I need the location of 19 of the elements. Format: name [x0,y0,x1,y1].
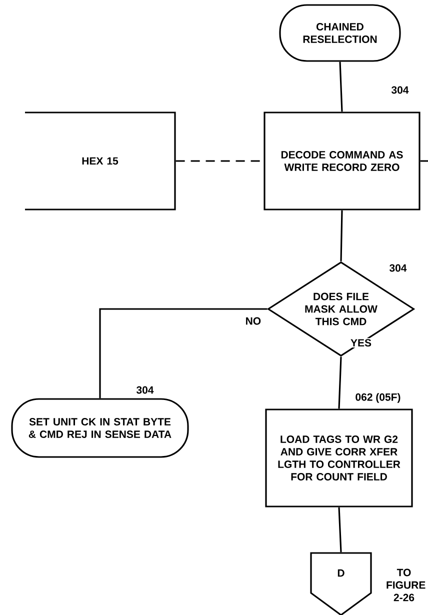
edge-label: NO [244,316,262,326]
connector-line [339,62,343,112]
edge-label: YES [350,338,372,348]
connector-line [420,160,428,162]
connector-line [338,356,342,409]
connector-line [99,308,268,398]
connector-line [340,210,343,262]
reference-number: 062 (05F) [356,393,400,403]
reference-number: TO FIGURE 2-26 [386,568,426,602]
reference-number: 304 [391,86,409,94]
reference-number: 304 [136,386,154,394]
terminal-box: CHAINED RESELECTION [279,4,401,62]
open-box: HEX 15 [25,112,176,210]
terminal-box: SET UNIT CK IN STAT BYTE & CMD REJ IN SENSE DATA [11,398,189,458]
process-box: LOAD TAGS TO WR G2 AND GIVE CORR XFER LGTH TO CONTROLLER FOR COUNT FIELD [265,408,413,508]
reference-number: 304 [389,264,407,272]
connector-line [338,507,342,552]
offpage-connector: D [310,552,372,615]
process-box: DECODE COMMAND AS WRITE RECORD ZERO [264,112,420,210]
